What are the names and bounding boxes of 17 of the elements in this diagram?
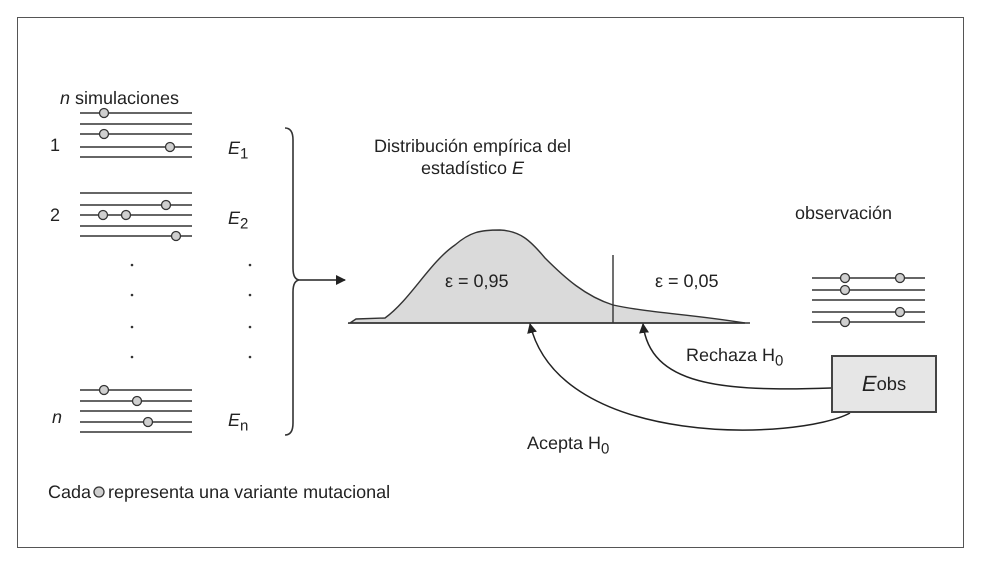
text-label: n simulaciones	[60, 87, 180, 109]
region-label: ε = 0,95	[445, 270, 509, 292]
text-label: 2	[50, 204, 60, 226]
chart-heading: Distribución empírica del estadístico E	[372, 135, 572, 179]
text-label: E$_{1}$	[228, 137, 248, 165]
text-label: E$_{n}$	[228, 409, 248, 437]
arrow	[528, 323, 850, 431]
text-label: Cada	[48, 481, 92, 503]
text-label: representa una variante mutacional	[108, 481, 390, 503]
text-label: 1	[50, 134, 60, 156]
curly-brace	[284, 127, 301, 436]
arrow	[300, 275, 346, 285]
text-label: n	[52, 406, 62, 428]
region-label: ε = 0,05	[655, 270, 719, 292]
arrow	[640, 323, 832, 390]
text-label: observación	[795, 202, 892, 224]
text-label: E$_{2}$	[228, 207, 248, 235]
